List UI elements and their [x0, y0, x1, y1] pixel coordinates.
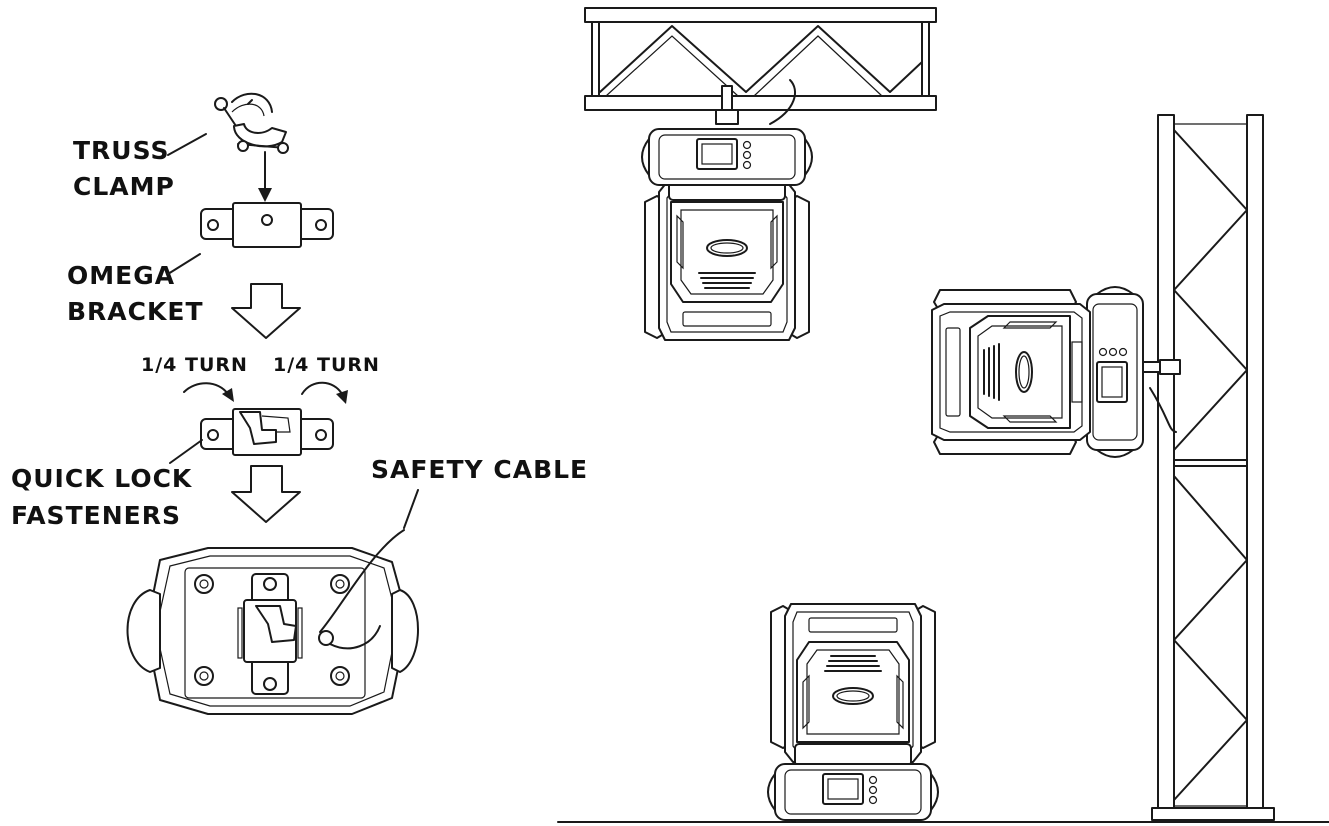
- label-clamp: CLAMP: [73, 172, 175, 201]
- label-quick-lock: QUICK LOCK: [11, 464, 193, 493]
- label-truss: TRUSS: [73, 136, 170, 165]
- label-omega: OMEGA: [67, 261, 176, 290]
- fixture-hanging: [641, 79, 813, 341]
- rotation-arrows: [183, 381, 348, 404]
- fixture-bottom-view: [126, 489, 419, 715]
- quick-lock-drawing: [169, 408, 334, 464]
- label-quarter-turn-right: 1/4 TURN: [273, 354, 380, 376]
- omega-bracket-drawing: [167, 202, 334, 275]
- horizontal-truss: [584, 7, 937, 111]
- label-safety-cable: SAFETY CABLE: [371, 455, 589, 484]
- fixture-floor-standing: [767, 603, 939, 821]
- truss-clamp-drawing: [167, 92, 289, 202]
- fixture-side-mounted: [931, 286, 1181, 458]
- label-quarter-turn-left: 1/4 TURN: [141, 354, 248, 376]
- vertical-truss: [1151, 114, 1275, 821]
- down-arrow-2: [231, 465, 301, 523]
- label-fasteners: FASTENERS: [11, 501, 181, 530]
- down-arrow-1: [231, 283, 301, 339]
- label-bracket: BRACKET: [67, 297, 204, 326]
